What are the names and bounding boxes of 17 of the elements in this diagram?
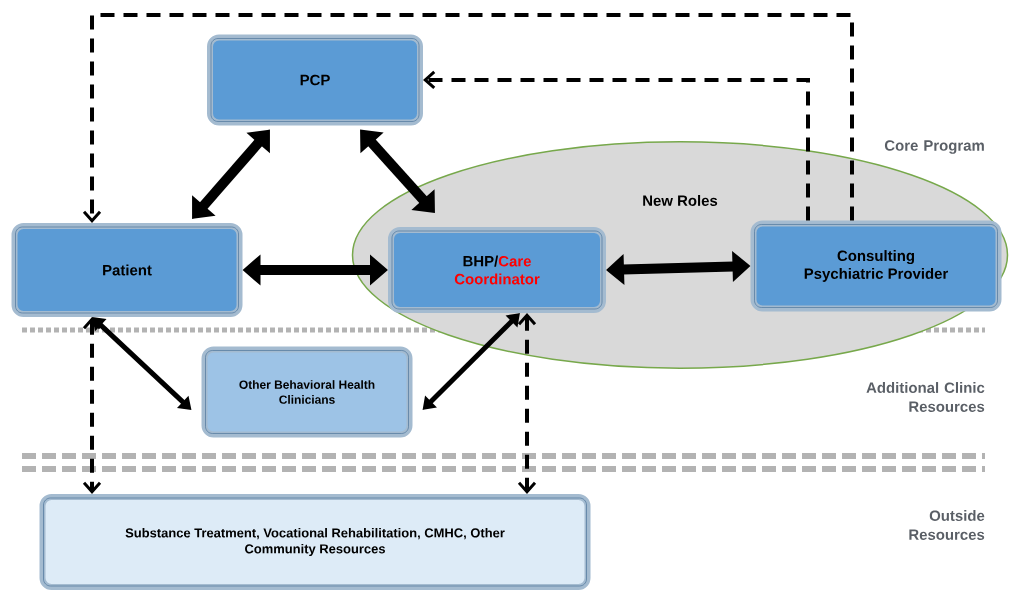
process-box: Substance Treatment, Vocational Rehabilitation, CMHC, Other Community Resources bbox=[39, 494, 591, 590]
double-arrow bbox=[422, 313, 520, 410]
double-arrow bbox=[92, 317, 192, 410]
section-label: Outside Resources bbox=[909, 510, 985, 540]
double-arrow bbox=[192, 129, 270, 219]
process-box: Consulting Psychiatric Provider bbox=[750, 220, 1002, 312]
dashed-arrow bbox=[517, 313, 537, 494]
process-box: Other Behavioral Health Clinicians bbox=[201, 346, 413, 438]
dashed-arrow bbox=[82, 317, 102, 494]
section-label: Additional Clinic Resources bbox=[866, 382, 985, 412]
dashed-arrow bbox=[82, 13, 854, 223]
double-arrow bbox=[360, 129, 435, 213]
dashed-arrow bbox=[423, 70, 810, 221]
process-box: Patient bbox=[11, 223, 243, 317]
section-label: Core Program bbox=[884, 140, 984, 154]
process-box: PCP bbox=[207, 34, 423, 126]
process-box: BHP/Care Coordinator bbox=[388, 227, 606, 313]
